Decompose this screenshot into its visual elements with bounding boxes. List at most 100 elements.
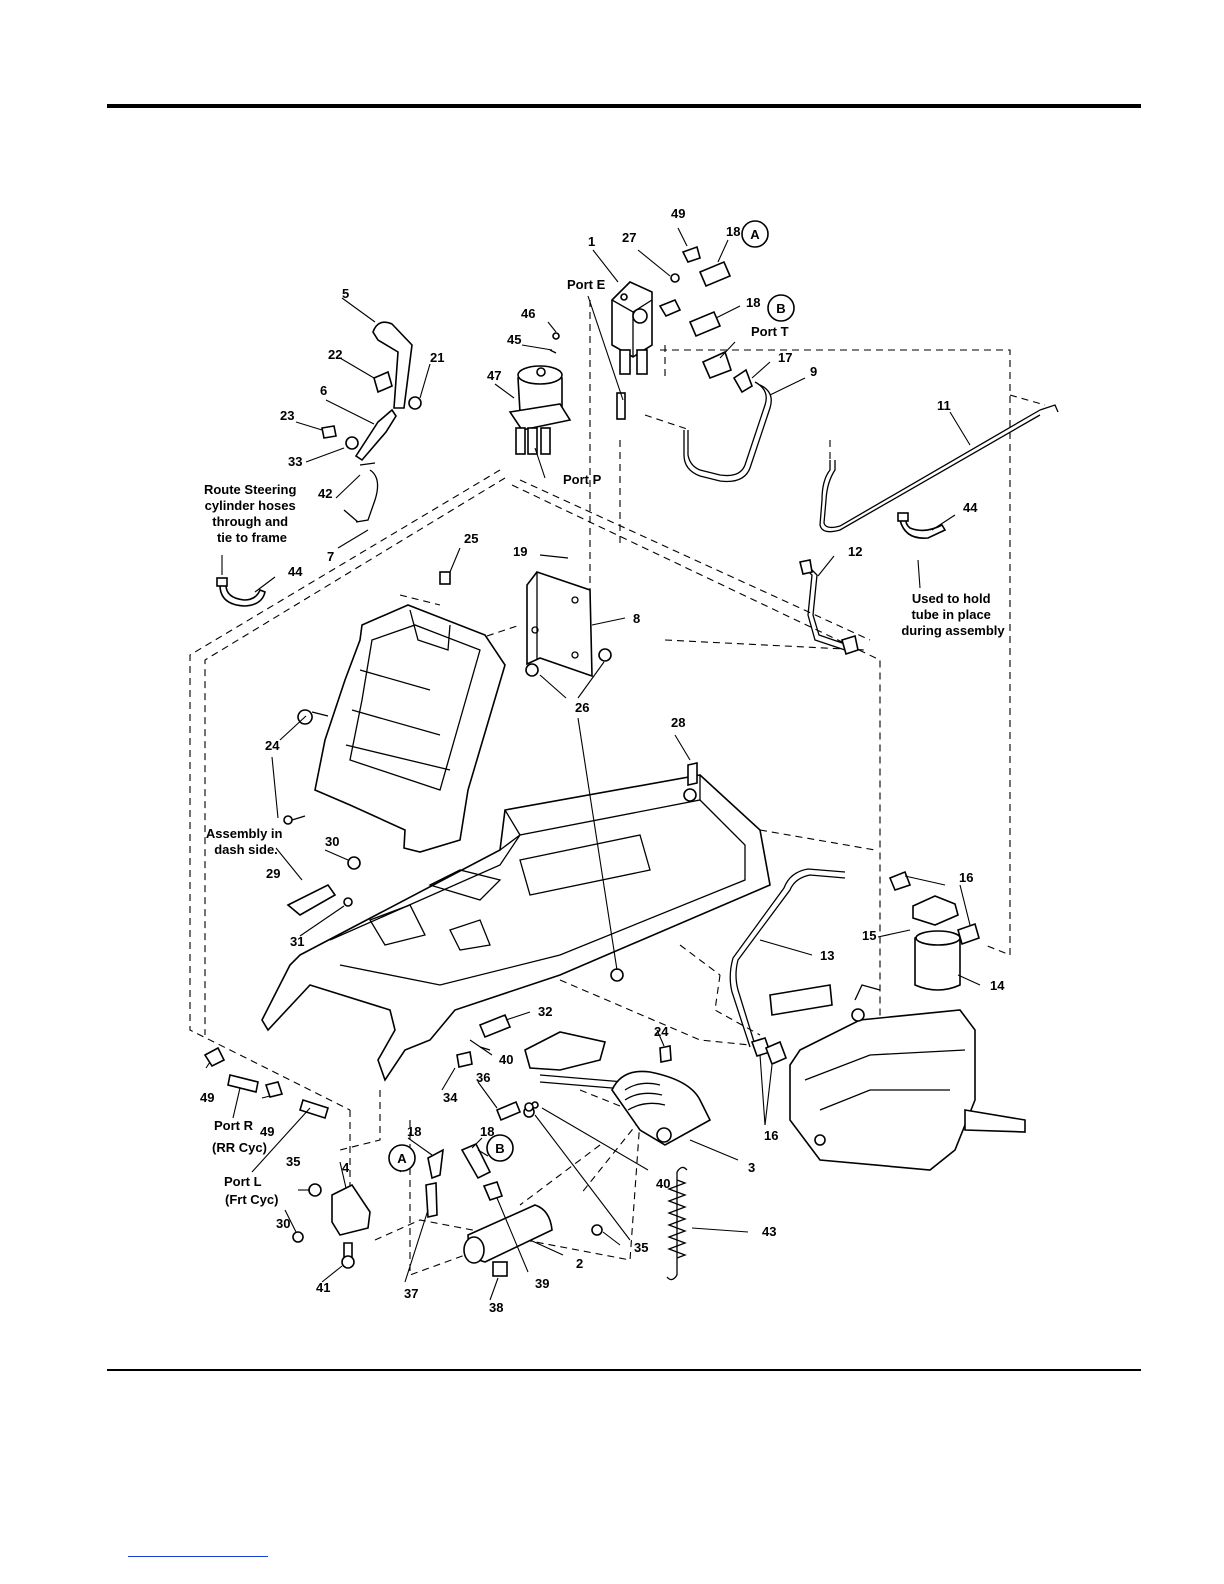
note-used-line-3: during assembly [901, 623, 1005, 638]
callout-16a: 16 [959, 870, 973, 885]
callout-49c: 49 [260, 1124, 274, 1139]
dash-panel [283, 571, 506, 853]
callout-42: 42 [318, 486, 332, 501]
callout-31: 31 [290, 934, 304, 949]
callout-11: 11 [937, 398, 951, 413]
callout-16b: 16 [764, 1128, 778, 1143]
callout-37: 37 [404, 1286, 418, 1301]
callout-22: 22 [328, 347, 342, 362]
callout-28: 28 [671, 715, 685, 730]
callout-46: 46 [521, 306, 535, 321]
control-valve [611, 281, 653, 420]
return-spring [666, 1166, 688, 1281]
callout-44b: 44 [963, 500, 978, 515]
footer-rule [107, 1369, 1141, 1371]
callout-portl: Port L [224, 1174, 262, 1189]
callout-27: 27 [622, 230, 636, 245]
callout-14: 14 [990, 978, 1005, 993]
callout-26: 26 [575, 700, 589, 715]
filter-tube [729, 868, 846, 1066]
marker-b-bottom [486, 1134, 514, 1162]
callout-12: 12 [848, 544, 862, 559]
callout-17: 17 [778, 350, 792, 365]
callout-21: 21 [430, 350, 444, 365]
callout-32: 32 [538, 1004, 552, 1019]
callout-35b: 35 [634, 1240, 648, 1255]
callout-9: 9 [810, 364, 817, 379]
callout-40a: 40 [499, 1052, 513, 1067]
callout-4: 4 [342, 1160, 350, 1175]
hydraulic-tubes [683, 381, 1059, 656]
steering-motor [508, 332, 572, 455]
transmission [769, 984, 1026, 1171]
callout-18c: 18 [407, 1124, 421, 1139]
dash-bracket [286, 856, 361, 916]
marker-a-bottom [388, 1144, 416, 1172]
callout-43: 43 [762, 1224, 776, 1239]
note-used-to-hold: Used to hold tube in place during assemb… [901, 591, 1005, 638]
pins-and-bolts [456, 1013, 672, 1122]
note-route-line-1: Route Steering [204, 482, 297, 497]
left-fittings [203, 1046, 371, 1269]
callout-39: 39 [535, 1276, 549, 1291]
callout-portt: Port T [751, 324, 789, 339]
callout-45: 45 [507, 332, 521, 347]
marker-b-top [767, 294, 795, 322]
callout-29: 29 [266, 866, 280, 881]
hydraulic-cylinder [425, 1102, 603, 1277]
callout-47: 47 [487, 368, 501, 383]
callout-35a: 35 [286, 1154, 300, 1169]
callout-frtcyc: (Frt Cyc) [225, 1192, 278, 1207]
callout-30a: 30 [325, 834, 339, 849]
callout-24b: 24 [654, 1024, 669, 1039]
header-rule [107, 104, 1141, 108]
callout-b1: B [776, 301, 785, 316]
steering-lever [321, 321, 422, 523]
note-used-line-1: Used to hold [912, 591, 991, 606]
callout-34: 34 [443, 1090, 458, 1105]
note-route-steering: Route Steering cylinder hoses through an… [204, 482, 300, 545]
callout-2: 2 [576, 1256, 583, 1271]
callout-23: 23 [280, 408, 294, 423]
callout-5: 5 [342, 286, 349, 301]
tractor-frame [261, 762, 771, 1082]
callout-18a: 18 [726, 224, 740, 239]
callout-41: 41 [316, 1280, 330, 1295]
mounting-bracket [525, 554, 612, 678]
callout-49a: 49 [671, 206, 685, 221]
callout-24a: 24 [265, 738, 280, 753]
callout-porte: Port E [567, 277, 606, 292]
callout-portp: Port P [563, 472, 602, 487]
note-used-line-2: tube in place [911, 607, 990, 622]
marker-a-top [741, 220, 769, 248]
note-route-line-3: through and [212, 514, 288, 529]
callout-3: 3 [748, 1160, 755, 1175]
callout-18d: 18 [480, 1124, 494, 1139]
callout-6: 6 [320, 383, 327, 398]
callout-19: 19 [513, 544, 527, 559]
note-route-line-2: cylinder hoses [205, 498, 296, 513]
callout-7: 7 [327, 549, 334, 564]
note-assembly-dash: Assembly in dash side. [206, 826, 286, 857]
callout-25: 25 [464, 531, 478, 546]
circle-markers [388, 220, 795, 1172]
note-assembly-line-1: Assembly in [206, 826, 283, 841]
callout-a2: A [397, 1151, 407, 1166]
hose-clamps [216, 512, 947, 607]
callout-rrcyc: (RR Cyc) [212, 1140, 267, 1155]
callout-portr: Port R [214, 1118, 254, 1133]
callout-30b: 30 [276, 1216, 290, 1231]
callout-44a: 44 [288, 564, 303, 579]
footer-link-underline[interactable] [128, 1556, 268, 1557]
callout-18b: 18 [746, 295, 760, 310]
leader-lines [205, 227, 981, 1301]
callout-40b: 40 [656, 1176, 670, 1191]
oil-filter [888, 870, 980, 991]
callout-49b: 49 [200, 1090, 214, 1105]
callout-b2: B [495, 1141, 504, 1156]
callout-8: 8 [633, 611, 640, 626]
steering-pivot [523, 1031, 712, 1146]
callout-33: 33 [288, 454, 302, 469]
